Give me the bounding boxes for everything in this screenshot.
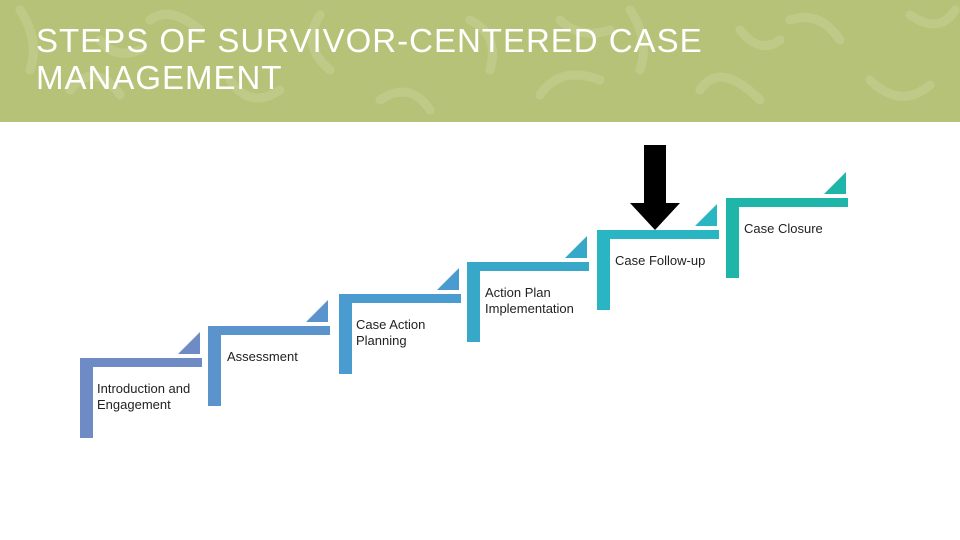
step-label: Introduction and Engagement [97,381,191,412]
step-top-bar [208,326,330,335]
step-corner-triangle [824,172,846,194]
step-top-bar [597,230,719,239]
step-top-bar [80,358,202,367]
step-side-bar [597,230,610,310]
step-label: Action Plan Implementation [485,285,574,316]
step-top-bar [467,262,589,271]
step-corner-triangle [437,268,459,290]
step-label: Case Closure [744,221,823,236]
step-label: Case Follow-up [615,253,706,268]
step-side-bar [339,294,352,374]
step-side-bar [208,326,221,406]
step-label: Case Action Planning [356,317,426,348]
title-banner: STEPS OF SURVIVOR-CENTERED CASE MANAGEME… [0,0,960,122]
step-corner-triangle [178,332,200,354]
step-top-bar [339,294,461,303]
step-side-bar [80,358,93,438]
down-arrow-icon [630,145,680,230]
banner-pattern [15,5,960,115]
step-corner-triangle [565,236,587,258]
step-side-bar [467,262,480,342]
step-side-bar [726,198,739,278]
step-label: Assessment [227,349,298,364]
slide-title: STEPS OF SURVIVOR-CENTERED CASE MANAGEME… [36,22,703,96]
step-top-bar [726,198,848,207]
step-corner-triangle [306,300,328,322]
step-corner-triangle [695,204,717,226]
